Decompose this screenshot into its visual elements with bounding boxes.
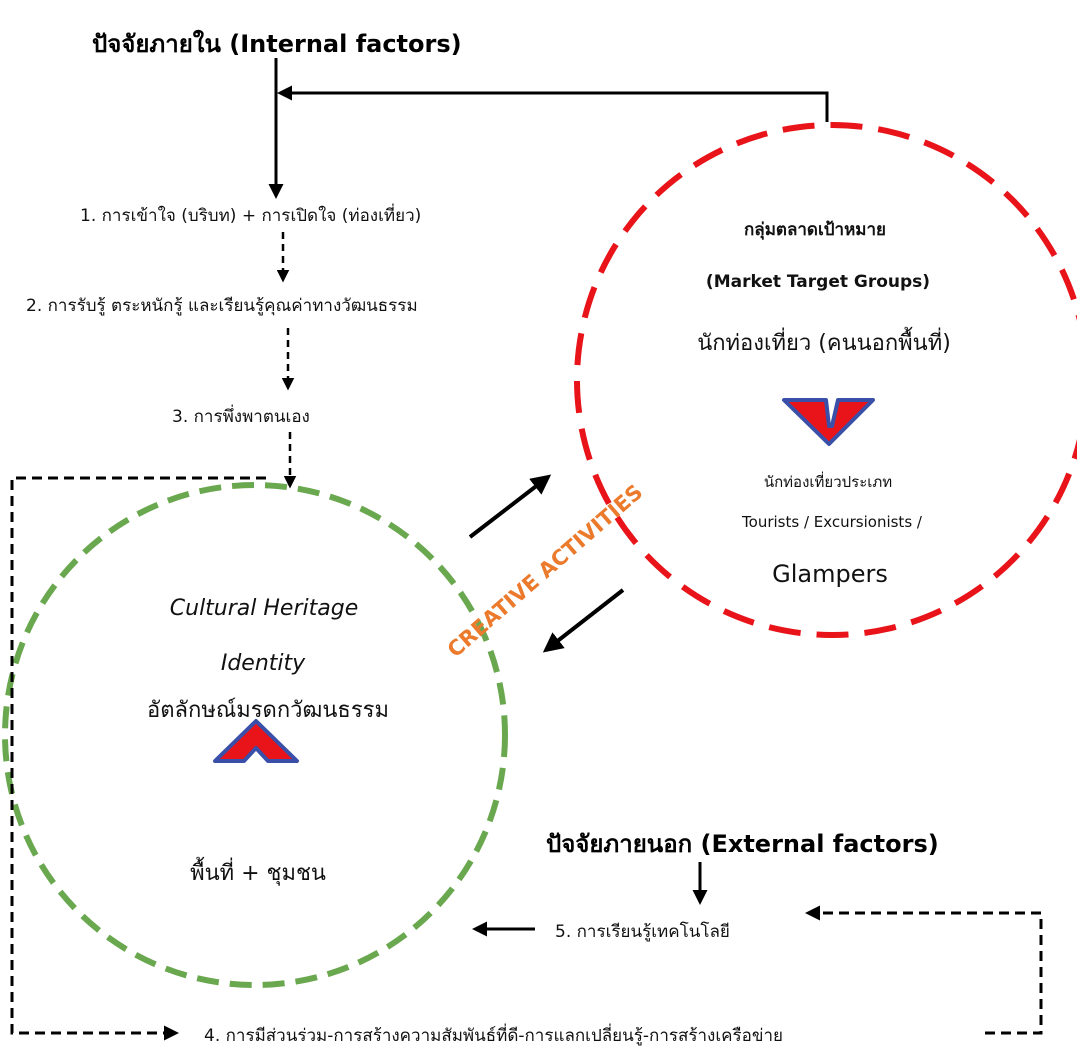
- tourist-types: Tourists / Excursionists /: [742, 513, 922, 531]
- feedback-line: [277, 85, 829, 122]
- heritage-title-line1: Cultural Heritage: [169, 596, 359, 621]
- down-chevron-icon: [782, 398, 875, 446]
- step-2-awareness: 2. การรับรู้ ตระหนักรู้ และเรียนรู้คุณค่…: [26, 296, 418, 316]
- up-chevron-icon: [213, 719, 299, 763]
- right-loop-dashed: [805, 905, 1043, 1035]
- step-1-understanding: 1. การเข้าใจ (บริบท) + การเปิดใจ (ท่องเท…: [80, 206, 422, 226]
- left-loop-dashed: [10, 476, 266, 1041]
- step-3-self-reliance: 3. การพึ่งพาตนเอง: [172, 407, 310, 427]
- market-target-title-th: กลุ่มตลาดเป้าหมาย: [743, 220, 887, 240]
- tourist-type-label: นักท่องเที่ยวประเภท: [763, 473, 893, 491]
- tourists-outsiders: นักท่องเที่ยว (คนนอกพื้นที่): [697, 331, 951, 356]
- market-target-title-en: (Market Target Groups): [705, 272, 931, 292]
- step-4-participation: 4. การมีส่วนร่วม-การสร้างความสัมพันธ์ที่…: [204, 1026, 783, 1046]
- heritage-title-line2: Identity: [220, 651, 306, 676]
- heritage-identity-circle: [2, 482, 508, 988]
- market-to-heritage-arrow: [542, 588, 625, 653]
- internal-factors-title: ปัจจัยภายใน (Internal factors): [92, 30, 462, 58]
- external-factors-title: ปัจจัยภายนอก (External factors): [546, 830, 939, 858]
- glampers-label: Glampers: [772, 560, 888, 588]
- heritage-to-market-arrow: [468, 474, 552, 539]
- market-target-circle: [574, 122, 1077, 638]
- step-5-technology: 5. การเรียนรู้เทคโนโลยี: [555, 922, 730, 942]
- heritage-thai-label: อัตลักษณ์มรดกวัฒนธรรม: [147, 698, 389, 723]
- area-community-label: พื้นที่ + ชุมชน: [190, 861, 326, 886]
